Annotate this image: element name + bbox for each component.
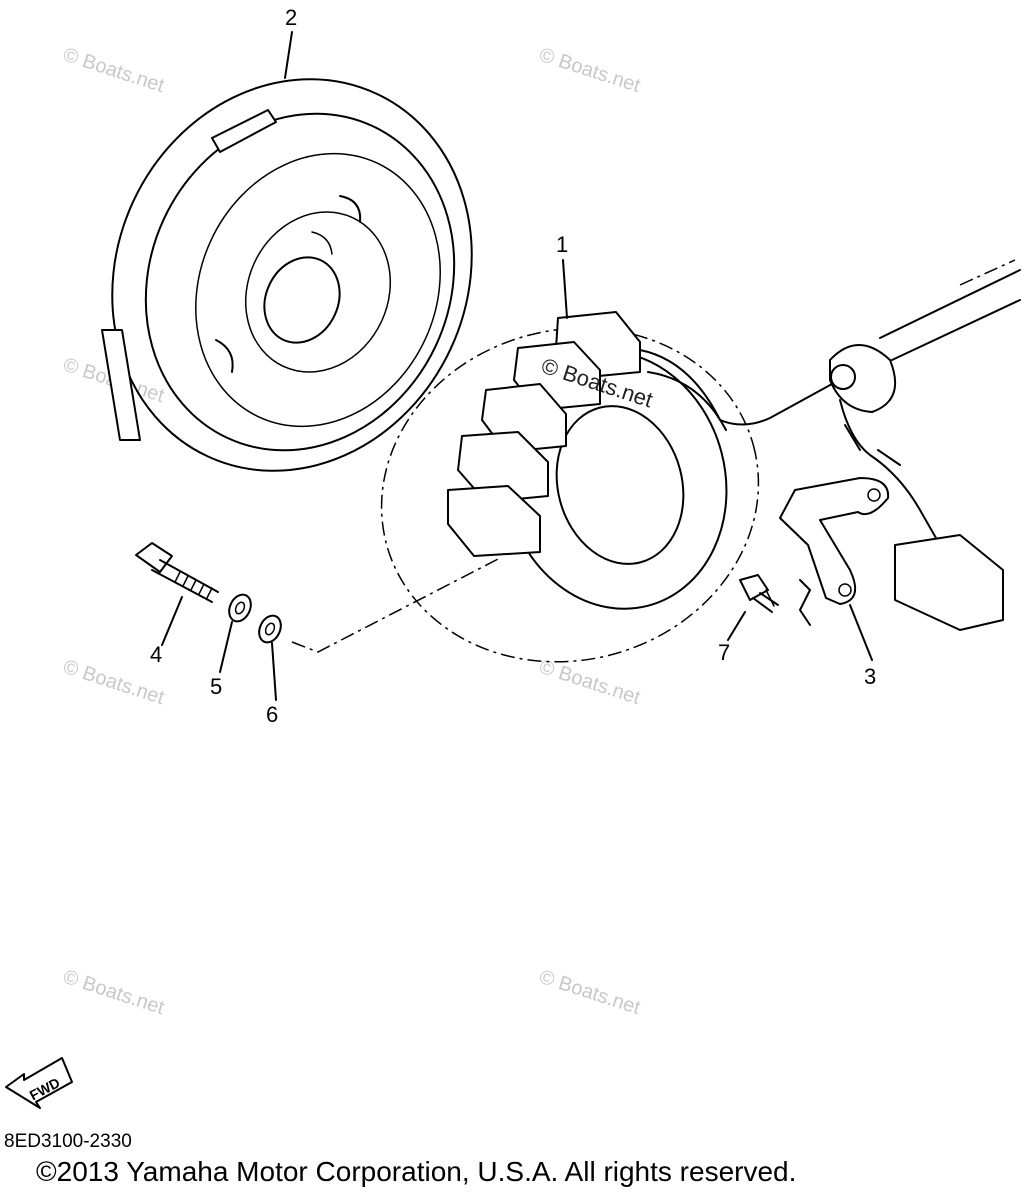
callout-2: 2	[285, 5, 297, 30]
assembly-center-line	[291, 557, 501, 653]
lead-holder-bracket	[779, 477, 890, 605]
callout-5: 5	[210, 674, 222, 699]
leader-line-3	[849, 604, 873, 661]
stator-assembly	[380, 259, 1021, 663]
copyright-notice: ©2013 Yamaha Motor Corporation, U.S.A. A…	[36, 1156, 797, 1187]
screw-7	[739, 574, 779, 613]
rotor-flywheel	[101, 78, 473, 472]
bolt-4	[135, 542, 219, 603]
watermark-text: © Boats.net	[60, 44, 167, 97]
washer-5	[228, 593, 252, 623]
watermark-text: © Boats.net	[536, 656, 643, 709]
leader-line-4	[161, 596, 183, 646]
washer-6	[258, 614, 282, 644]
callout-4: 4	[150, 642, 162, 667]
leader-line-5	[219, 621, 233, 673]
callout-1: 1	[556, 232, 568, 257]
watermark-text: © Boats.net	[60, 966, 167, 1019]
watermark-text: © Boats.net	[536, 966, 643, 1019]
watermark-text: © Boats.net	[536, 44, 643, 97]
callout-7: 7	[718, 640, 730, 665]
leader-line-6	[271, 642, 277, 701]
callout-6: 6	[266, 702, 278, 727]
callout-3: 3	[864, 664, 876, 689]
leader-line-1	[562, 259, 568, 319]
fwd-arrow-icon: FWD	[5, 1057, 73, 1109]
leader-line-7	[727, 611, 746, 641]
leader-line-2	[284, 31, 293, 79]
part-number: 8ED3100-2330	[4, 1131, 132, 1152]
watermark-layer: © Boats.net © Boats.net © Boats.net © Bo…	[60, 44, 643, 1019]
bracket-leader-zigzag	[799, 579, 811, 626]
